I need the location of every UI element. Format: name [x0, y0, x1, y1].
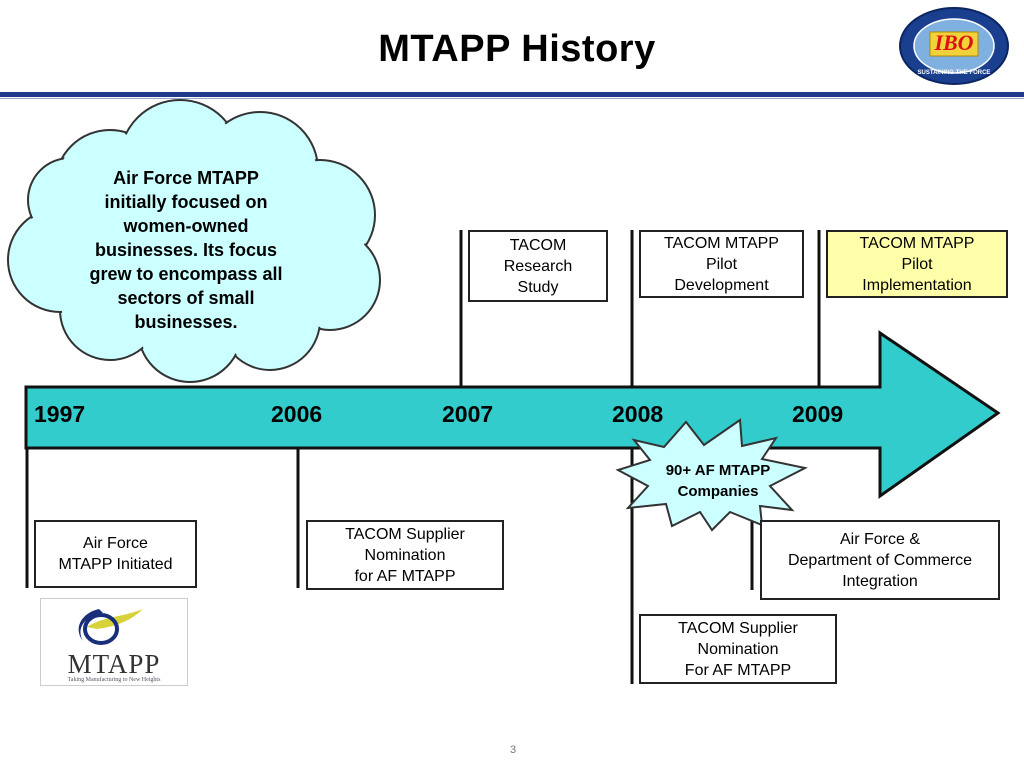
box-tacom-pilot-development: TACOM MTAPP Pilot Development [639, 230, 804, 298]
cloud-line: women-owned [123, 216, 249, 236]
box-line: Integration [842, 572, 918, 590]
box-tacom-supplier-nomination-2008: TACOM Supplier Nomination For AF MTAPP [639, 614, 837, 684]
year-2006: 2006 [271, 401, 323, 427]
slide-title: MTAPP History [378, 28, 656, 70]
callout-starburst [615, 418, 808, 532]
box-line: TACOM MTAPP [664, 234, 779, 252]
cloud-line: grew to encompass all [89, 264, 283, 284]
box-line: for AF MTAPP [354, 567, 456, 585]
cloud-line: businesses. Its focus [94, 240, 278, 260]
box-line: Nomination [697, 640, 779, 658]
cloud-fill-cover [10, 102, 378, 380]
box-af-mtapp-initiated: Air Force MTAPP Initiated [34, 520, 197, 588]
callout-line: 90+ AF MTAPP [665, 462, 771, 479]
mtapp-logo-word: MTAPP [67, 649, 161, 679]
connector-lines [25, 230, 821, 684]
mtapp-logo-tagline: Taking Manufacturing to New Heights [67, 677, 161, 683]
seal-text: IBO [934, 30, 974, 55]
box-line: Air Force & [839, 530, 920, 548]
mtapp-logo: MTAPP Taking Manufacturing to New Height… [40, 598, 188, 686]
cloud-text: Air Force MTAPP initially focused on wom… [68, 166, 304, 334]
year-2009: 2009 [792, 401, 844, 427]
year-2007: 2007 [442, 401, 494, 427]
box-line: Department of Commerce [787, 551, 973, 569]
callout-text: 90+ AF MTAPP Companies [640, 460, 796, 502]
cloud-line: sectors of small [117, 288, 255, 308]
timeline-arrow [24, 330, 1001, 499]
cloud-line: initially focused on [104, 192, 268, 212]
box-line: TACOM MTAPP [859, 234, 975, 252]
cloud-line: businesses. [134, 312, 238, 332]
year-2008: 2008 [612, 401, 664, 427]
box-line: Implementation [862, 276, 972, 294]
box-tacom-research-study: TACOM Research Study [468, 230, 608, 302]
box-tacom-pilot-implementation: TACOM MTAPP Pilot Implementation [826, 230, 1008, 298]
box-line: TACOM [509, 236, 567, 254]
seal-bottom-text: SUSTAINING THE FORCE [917, 70, 991, 76]
year-1997: 1997 [34, 401, 86, 427]
page-number: 3 [509, 744, 517, 756]
box-line: TACOM Supplier [678, 619, 798, 637]
box-line: For AF MTAPP [684, 661, 792, 679]
box-af-commerce-integration: Air Force & Department of Commerce Integ… [760, 520, 1000, 600]
title-rule [0, 92, 1024, 97]
box-line: Nomination [364, 546, 446, 564]
box-line: MTAPP Initiated [58, 556, 173, 573]
box-line: Air Force [83, 535, 148, 552]
box-line: Pilot [901, 255, 933, 273]
cloud-line: Air Force MTAPP [113, 168, 259, 188]
callout-line: Companies [677, 483, 759, 500]
ibo-seal-logo: IBO SUSTAINING THE FORCE [898, 6, 1010, 86]
box-line: Development [674, 276, 769, 294]
box-line: Research [503, 257, 573, 275]
box-line: Study [517, 278, 559, 296]
box-line: Pilot [705, 255, 738, 273]
box-tacom-supplier-nomination-2006: TACOM Supplier Nomination for AF MTAPP [306, 520, 504, 590]
box-line: TACOM Supplier [345, 525, 465, 543]
title-rule-shadow [0, 98, 1024, 99]
